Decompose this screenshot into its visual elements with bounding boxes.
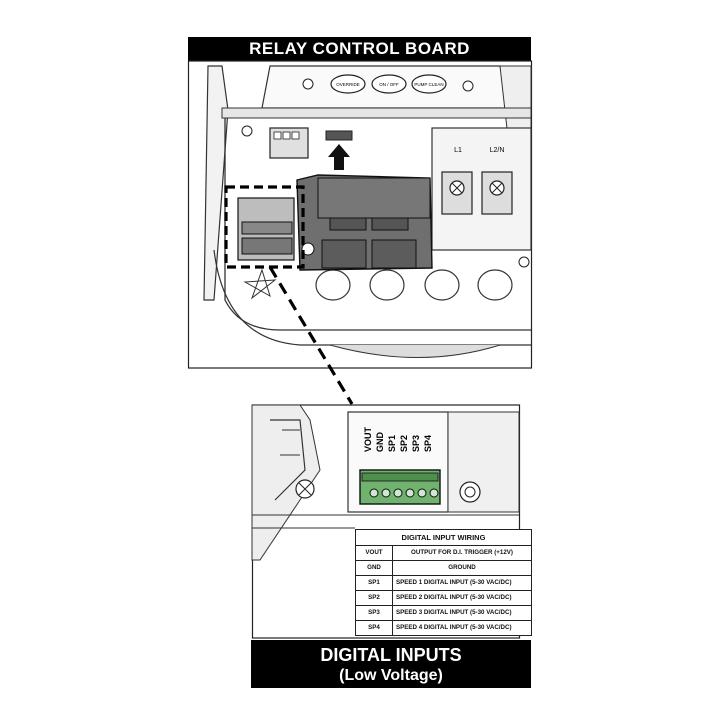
table-row: GND GROUND — [355, 560, 532, 576]
table-code: SP2 — [355, 590, 393, 606]
digital-inputs-title-line2: (Low Voltage) — [339, 667, 443, 684]
table-desc: GROUND — [392, 560, 532, 576]
digital-input-terminal — [359, 469, 441, 505]
override-button: OVERRIDE — [330, 74, 366, 94]
up-arrow-icon — [328, 144, 350, 170]
table-title: DIGITAL INPUT WIRING — [355, 529, 532, 546]
terminal-label: SP2 — [399, 435, 409, 452]
table-desc: SPEED 3 DIGITAL INPUT (5-30 VAC/DC) — [392, 605, 532, 621]
digital-inputs-title-line1: DIGITAL INPUTS — [320, 645, 462, 665]
table-desc: OUTPUT FOR D.I. TRIGGER (+12V) — [392, 545, 532, 561]
highlight-box — [224, 185, 305, 269]
svg-text:OVERRIDE: OVERRIDE — [336, 82, 360, 87]
terminal-label: SP1 — [387, 435, 397, 452]
terminal-label: GND — [375, 432, 385, 453]
table-row: VOUT OUTPUT FOR D.I. TRIGGER (+12V) — [355, 545, 532, 561]
l1-label: L1 — [454, 147, 462, 154]
svg-text:PUMP CLEAN: PUMP CLEAN — [414, 82, 443, 87]
table-row: SP3 SPEED 3 DIGITAL INPUT (5-30 VAC/DC) — [355, 605, 532, 621]
terminal-label: SP4 — [423, 435, 433, 452]
table-row: SP1 SPEED 1 DIGITAL INPUT (5-30 VAC/DC) — [355, 575, 532, 591]
digital-input-terminal-small — [237, 197, 295, 261]
leader-line — [268, 266, 354, 405]
svg-text:ON / OFF: ON / OFF — [379, 82, 399, 87]
table-desc: SPEED 4 DIGITAL INPUT (5-30 VAC/DC) — [392, 620, 532, 636]
knockout-hole — [315, 269, 513, 301]
terminal-label: VOUT — [363, 426, 373, 452]
relay-board-title: RELAY CONTROL BOARD — [188, 37, 531, 61]
terminal-label: SP3 — [411, 435, 421, 452]
terminal-label-group: VOUT GND SP1 SP2 SP3 SP4 — [363, 426, 433, 452]
table-code: SP3 — [355, 605, 393, 621]
table-code: SP1 — [355, 575, 393, 591]
l2-label: L2/N — [490, 147, 505, 154]
relay-module — [296, 174, 433, 271]
table-row: SP2 SPEED 2 DIGITAL INPUT (5-30 VAC/DC) — [355, 590, 532, 606]
high-voltage-terminal — [441, 171, 513, 215]
on-off-button: ON / OFF — [371, 74, 407, 94]
digital-inputs-title: DIGITAL INPUTS (Low Voltage) — [251, 640, 531, 688]
table-code: VOUT — [355, 545, 393, 561]
table-code: SP4 — [355, 620, 393, 636]
table-row: SP4 SPEED 4 DIGITAL INPUT (5-30 VAC/DC) — [355, 620, 532, 636]
table-desc: SPEED 2 DIGITAL INPUT (5-30 VAC/DC) — [392, 590, 532, 606]
table-code: GND — [355, 560, 393, 576]
table-desc: SPEED 1 DIGITAL INPUT (5-30 VAC/DC) — [392, 575, 532, 591]
digital-input-wiring-table: DIGITAL INPUT WIRING VOUT OUTPUT FOR D.I… — [355, 529, 532, 636]
pump-clean-button: PUMP CLEAN — [411, 74, 447, 94]
